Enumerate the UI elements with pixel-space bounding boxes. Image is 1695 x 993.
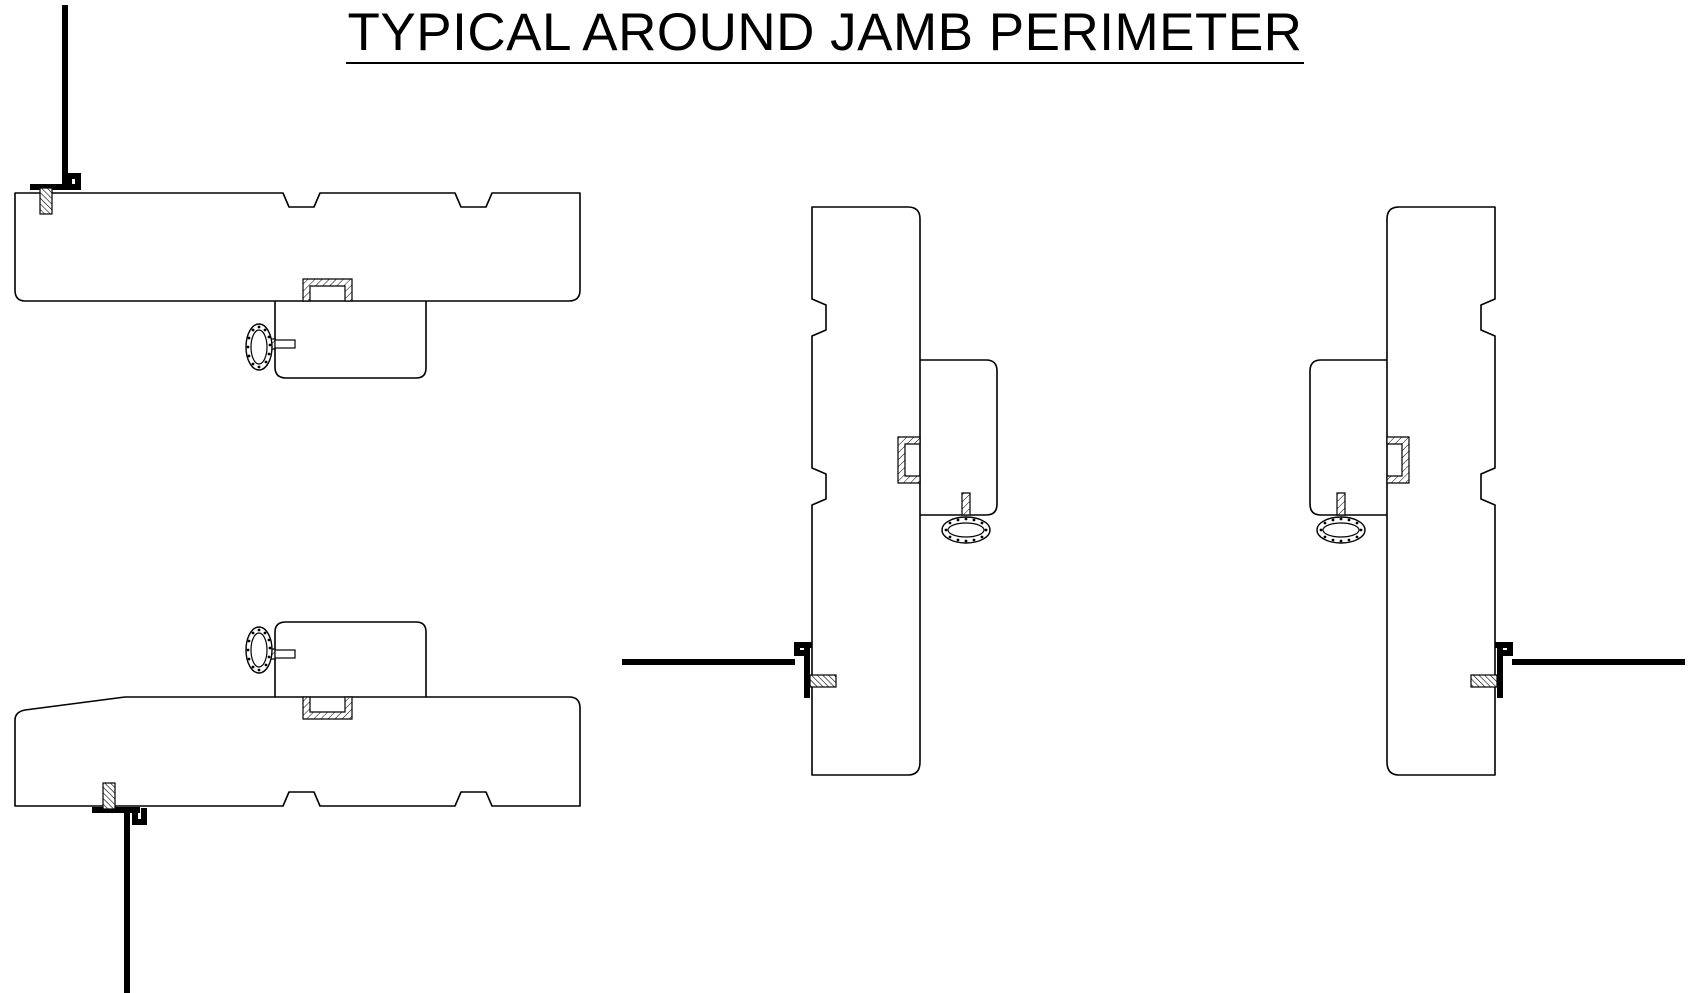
sill-section-detail bbox=[14, 621, 581, 993]
right-jamb-section-detail bbox=[1309, 206, 1685, 776]
sill-frame-clip bbox=[92, 807, 147, 825]
left-jamb-frame-clip bbox=[794, 642, 812, 698]
right-jamb-kerf-insert bbox=[1386, 436, 1410, 484]
left-jamb-gasket-bulb bbox=[941, 516, 991, 544]
sill-kerf-insert bbox=[302, 696, 353, 720]
right-jamb-screw bbox=[1470, 674, 1498, 688]
right-jamb-stop-block bbox=[1309, 359, 1387, 516]
head-frame-clip bbox=[30, 173, 81, 190]
left-jamb-kerf-insert bbox=[897, 436, 921, 484]
sill-stop-block bbox=[274, 621, 427, 697]
head-gasket-tab bbox=[274, 339, 296, 349]
sill-gasket-bulb bbox=[245, 626, 273, 674]
right-jamb-gasket-bulb bbox=[1316, 516, 1366, 544]
left-jamb-stop-block bbox=[920, 359, 998, 516]
sill-screw bbox=[102, 782, 116, 810]
right-jamb-frame-clip bbox=[1495, 642, 1513, 698]
left-jamb-profile bbox=[811, 206, 921, 776]
sill-gasket-tab bbox=[274, 649, 296, 659]
left-jamb-section-detail bbox=[622, 206, 998, 776]
sill-jamb-profile bbox=[14, 696, 581, 807]
diagram-title-text: TYPICAL AROUND JAMB PERIMETER bbox=[345, 3, 1305, 64]
head-stop-block bbox=[274, 301, 427, 379]
left-jamb-gasket-stem bbox=[961, 492, 971, 516]
right-jamb-profile bbox=[1386, 206, 1496, 776]
left-jamb-screw bbox=[809, 674, 837, 688]
head-section-detail bbox=[14, 5, 581, 379]
head-gasket-bulb bbox=[245, 323, 273, 371]
right-jamb-gasket-stem bbox=[1336, 492, 1346, 516]
head-jamb-profile bbox=[14, 192, 581, 302]
head-screw bbox=[39, 187, 53, 215]
head-kerf-insert bbox=[302, 278, 353, 302]
diagram-title: TYPICAL AROUND JAMB PERIMETER bbox=[0, 0, 1650, 70]
